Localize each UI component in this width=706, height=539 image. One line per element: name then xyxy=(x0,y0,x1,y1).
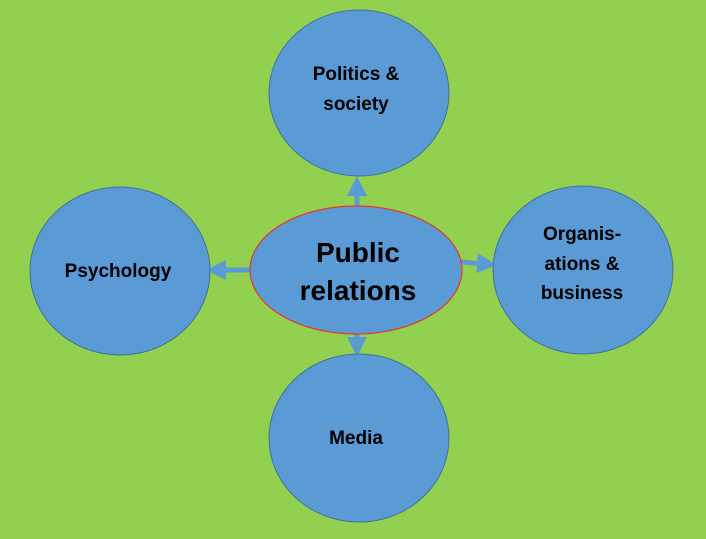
node-public-relations: Public relations xyxy=(249,205,463,335)
node-psychology: Psychology xyxy=(29,186,211,356)
node-label: Politics & xyxy=(313,64,400,85)
center-label: relations xyxy=(300,275,417,306)
node-label: Media xyxy=(329,428,383,449)
node-label: ations & xyxy=(545,254,620,275)
node-label: business xyxy=(541,283,623,304)
node-label: Psychology xyxy=(65,261,172,282)
node-label: society xyxy=(323,94,389,115)
arrow-right xyxy=(460,253,497,274)
node-organisations-business: Organis- ations & business xyxy=(492,185,674,355)
center-label: Public xyxy=(316,237,400,268)
node-politics-society: Politics & society xyxy=(268,9,450,177)
node-label: Organis- xyxy=(543,224,621,245)
node-media: Media xyxy=(268,353,450,523)
